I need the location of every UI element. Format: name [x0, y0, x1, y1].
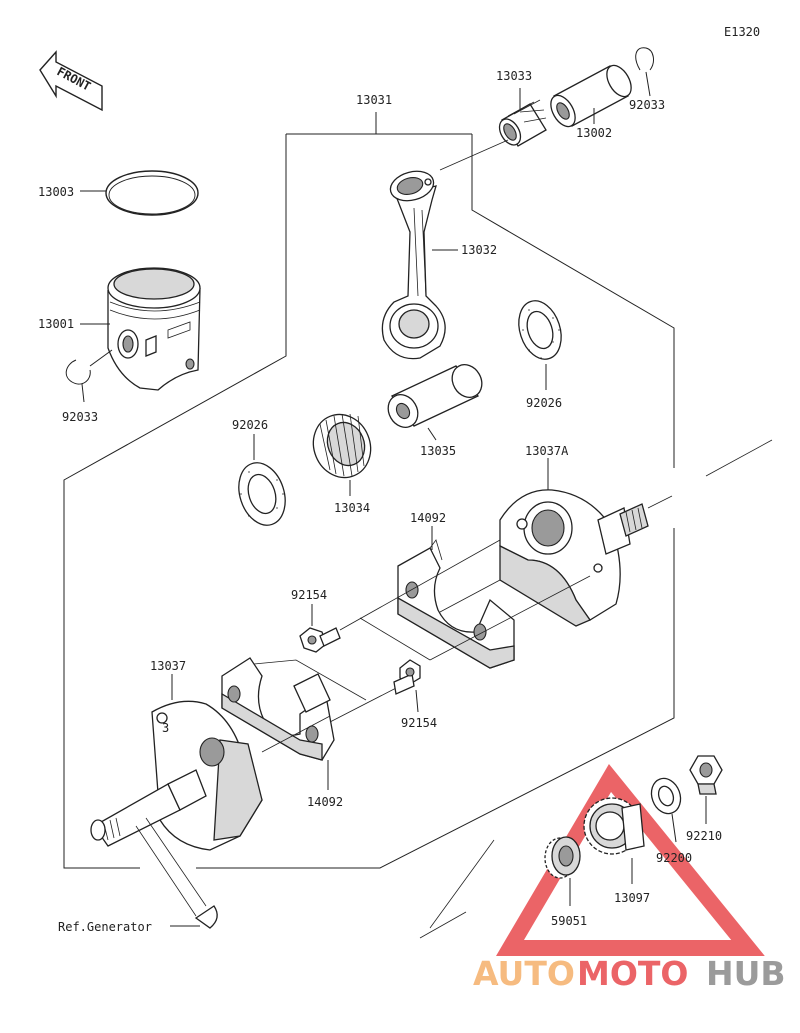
crank-pin-13035 [387, 364, 483, 428]
label-ref-generator: Ref.Generator [58, 920, 152, 934]
washer-92200 [650, 777, 682, 815]
leader-conrod-pin [439, 139, 509, 171]
bolt-92154-top [299, 627, 341, 653]
small-end-bearing-13033 [498, 99, 547, 147]
watermark-moto: MOTO [577, 954, 688, 993]
assembly-lines-top [339, 539, 591, 661]
thrust-washer-92026-left [238, 462, 286, 526]
label-14092-bottom: 14092 [307, 795, 343, 809]
watermark-auto: AUTO [473, 954, 575, 993]
watermark-hub: HUB [706, 954, 786, 993]
bolt-92154-bottom [393, 659, 421, 695]
label-92026-left: 92026 [232, 418, 268, 432]
label-13003: 13003 [38, 185, 74, 199]
gear-59051 [544, 836, 581, 879]
balance-weight-14092-top [397, 539, 515, 669]
label-13037: 13037 [150, 659, 186, 673]
label-92154-bottom: 92154 [401, 716, 437, 730]
crankshaft-left-13037: 3 [90, 700, 263, 851]
label-92033-left: 92033 [62, 410, 98, 424]
balance-weight-14092-bottom [221, 657, 335, 761]
label-13002: 13002 [576, 126, 612, 140]
gear-axis-line [419, 839, 495, 939]
label-13032: 13032 [461, 243, 497, 257]
ref-generator-marker [194, 905, 218, 929]
label-13031: 13031 [356, 93, 392, 107]
assembly-lines-bottom [253, 659, 401, 753]
diagram-code: E1320 [724, 25, 760, 39]
gear-13097 [583, 797, 645, 855]
label-92033-top: 92033 [629, 98, 665, 112]
label-92210: 92210 [686, 829, 722, 843]
label-13001: 13001 [38, 317, 74, 331]
leader-92033-left-a [89, 349, 113, 367]
leader-92200 [671, 813, 677, 843]
front-arrow-icon: FRONT [39, 50, 103, 112]
label-92026-right: 92026 [526, 396, 562, 410]
circlip-92033-top [635, 47, 654, 71]
piston-13001 [107, 267, 201, 391]
crank-mark: 3 [162, 721, 169, 735]
group-bracket-13031 [63, 112, 675, 869]
connecting-rod-13032 [381, 170, 446, 360]
leader-ref-generator [135, 817, 207, 917]
label-13037A: 13037A [525, 444, 569, 458]
label-13035: 13035 [420, 444, 456, 458]
piston-pin-13002 [550, 64, 632, 128]
piston-ring-13003 [105, 170, 199, 216]
big-end-bearing-13034 [312, 413, 372, 479]
crankshaft-right-13037A [499, 489, 649, 627]
label-13097: 13097 [614, 891, 650, 905]
nut-92210 [689, 755, 723, 795]
label-59051: 59051 [551, 914, 587, 928]
leader-92033-top [645, 71, 651, 97]
group-bracket-crankshaft [196, 528, 675, 869]
label-92154-top: 92154 [291, 588, 327, 602]
leader-92033-left-b [81, 383, 85, 403]
crankshaft-axis-line [647, 439, 773, 509]
label-92200: 92200 [656, 851, 692, 865]
leader-92154-bottom [415, 689, 419, 713]
watermark-logo: AUTO MOTO HUB [473, 764, 786, 993]
label-13034: 13034 [334, 501, 370, 515]
leader-13035 [427, 427, 437, 441]
label-14092-top: 14092 [410, 511, 446, 525]
label-13033: 13033 [496, 69, 532, 83]
circlip-92033-left [65, 359, 91, 385]
thrust-washer-92026-right [518, 300, 562, 360]
